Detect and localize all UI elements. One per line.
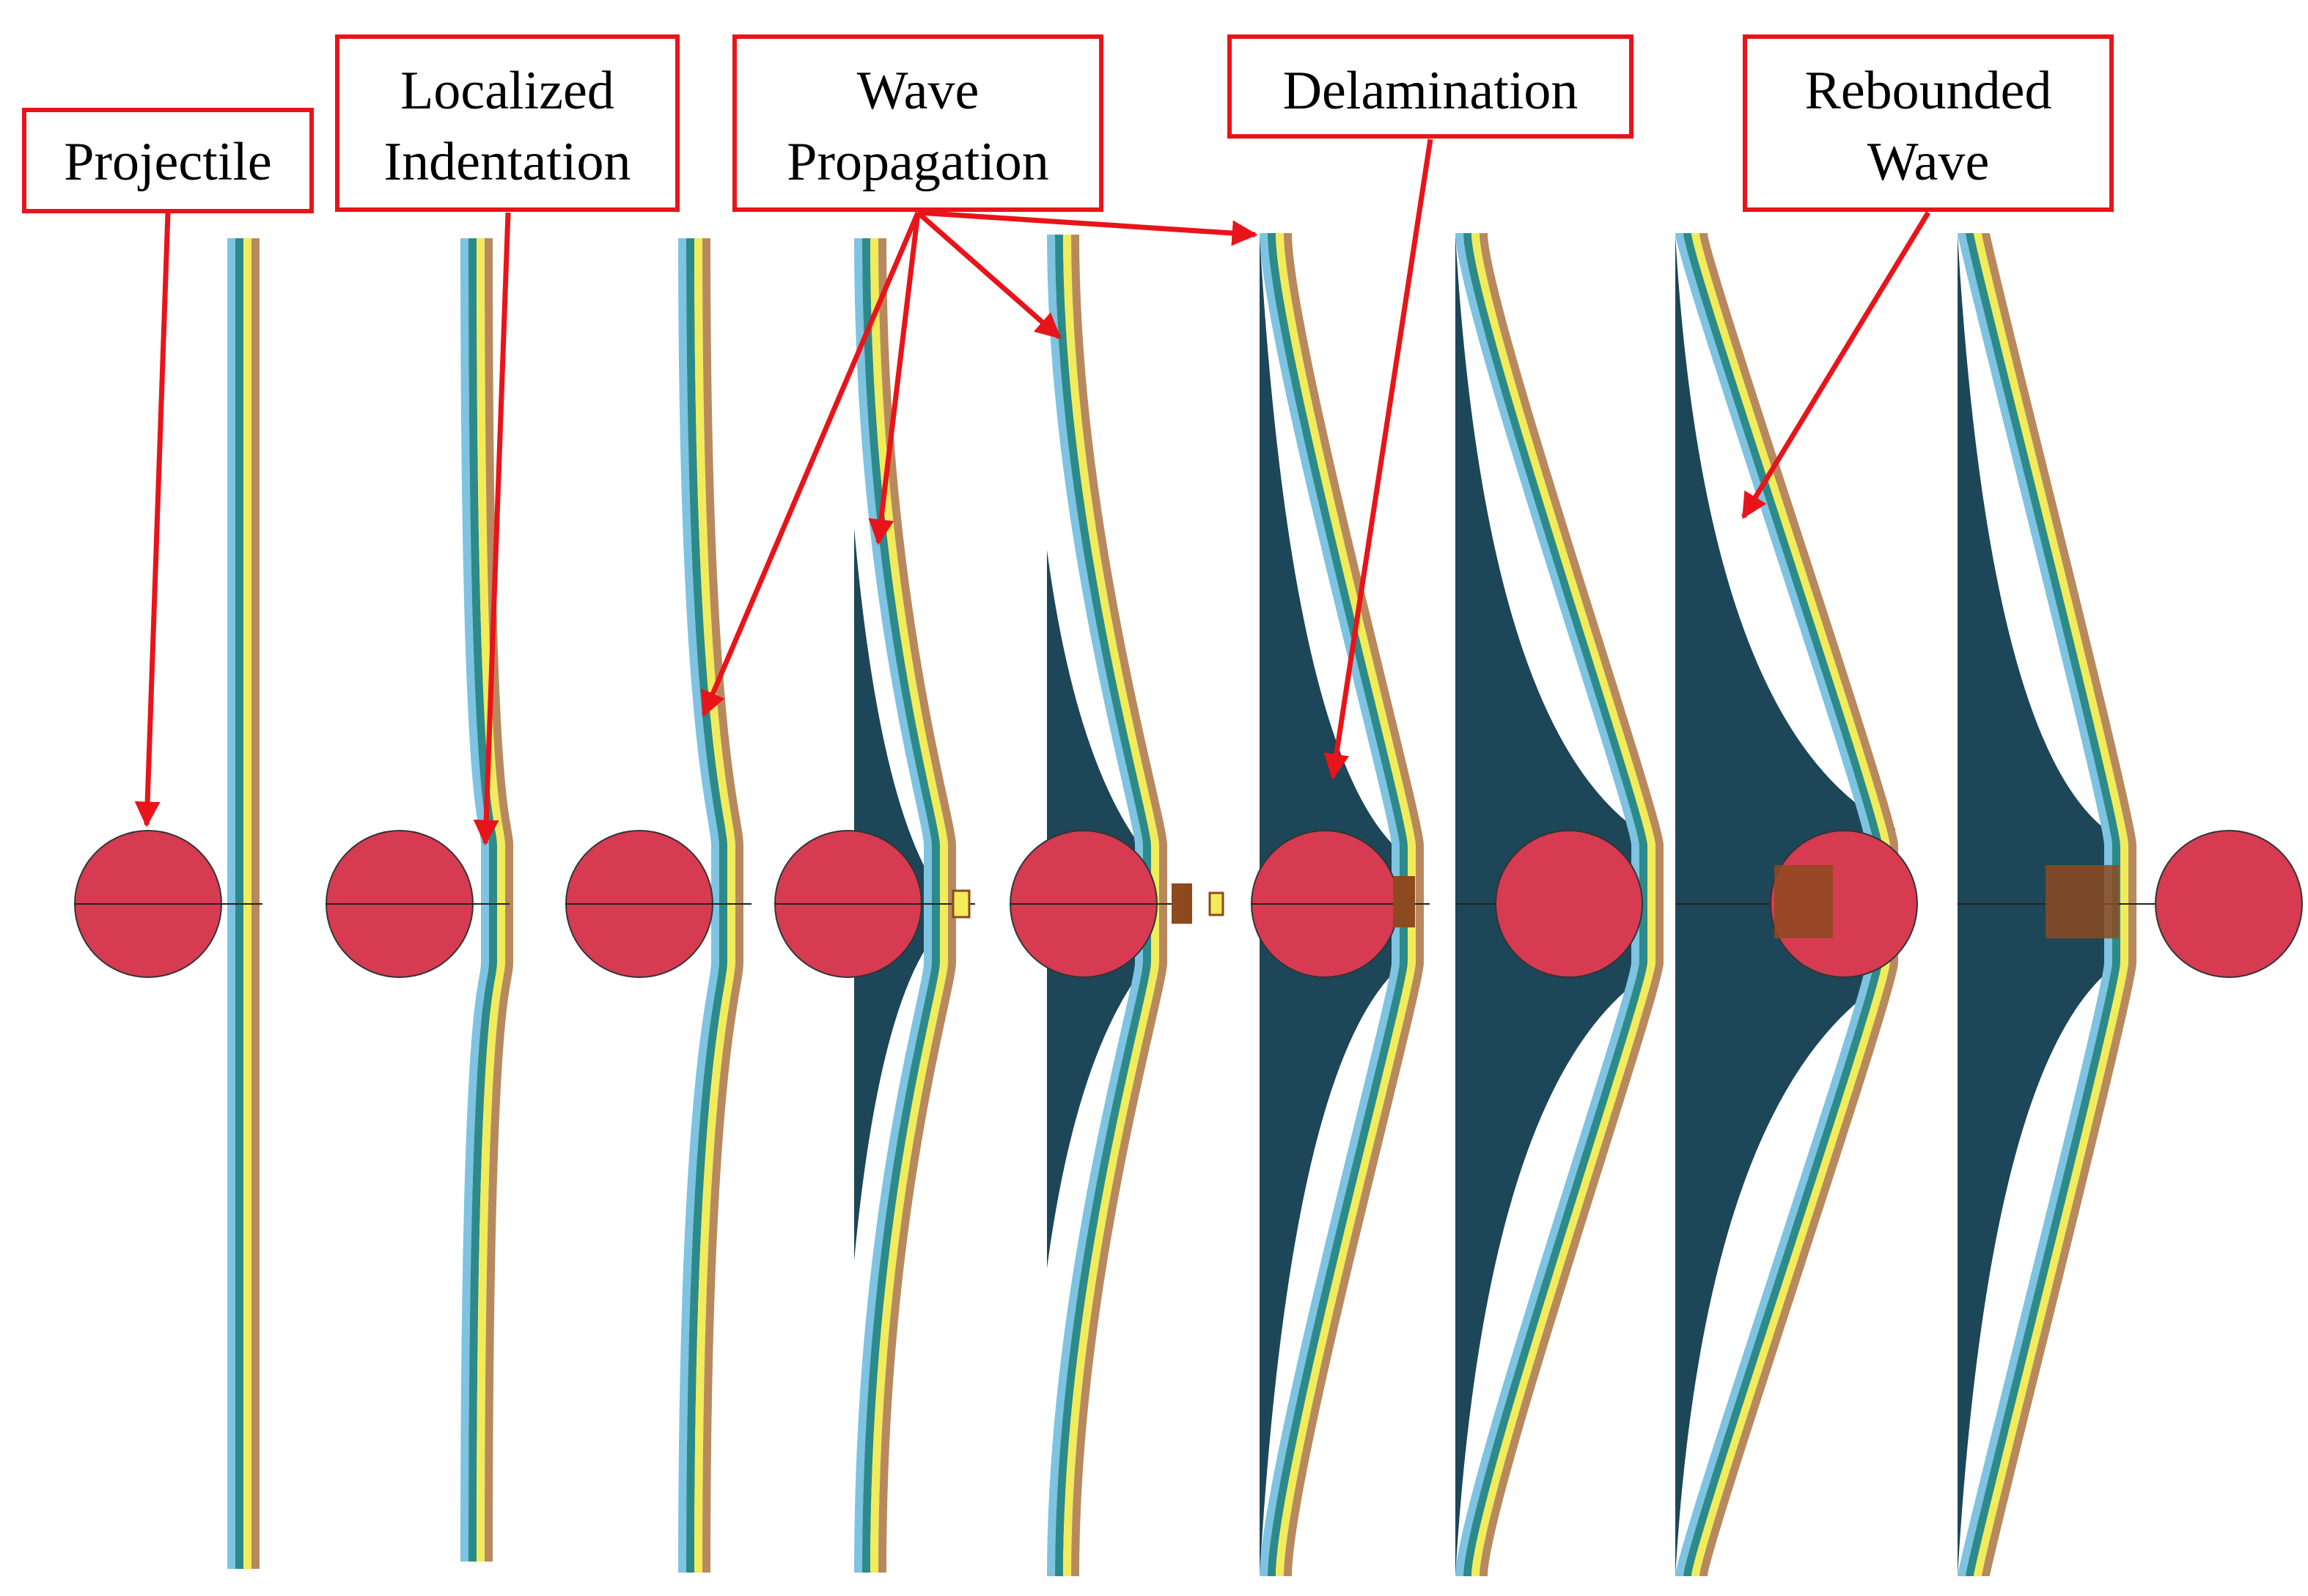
arrow-wave-2 — [868, 212, 921, 545]
arrow-wave-1 — [701, 211, 921, 718]
callout-localized-indentation-line-1: Localized — [400, 61, 614, 121]
arrow-rebounded-wave — [1741, 211, 1930, 519]
laminate-stages — [227, 232, 2136, 1577]
arrow-projectile — [134, 212, 171, 828]
stage-3-wave-start — [678, 238, 743, 1573]
projectile-1 — [74, 830, 262, 978]
projectile-5 — [1010, 830, 1188, 978]
ply-strip — [702, 238, 743, 1573]
callout-wave-propagation-line-2: Propagation — [787, 132, 1049, 192]
callout-delamination: Delamination — [1227, 34, 1633, 139]
callout-localized-indentation-line-2: Indentation — [383, 132, 631, 192]
callout-projectile-line-1: Projectile — [64, 132, 272, 192]
callout-wave-propagation-line-1: Wave — [857, 61, 980, 121]
laminate-plies — [1455, 232, 1664, 1577]
debris — [952, 865, 2119, 938]
laminate-plies — [678, 238, 743, 1573]
callout-rebounded-wave: Rebounded Wave — [1743, 34, 2114, 212]
damage-zone — [1958, 235, 2104, 1576]
ply-strip — [1471, 232, 1655, 1577]
projectile-2 — [326, 830, 510, 978]
projectile-7 — [1455, 830, 1643, 978]
arrow-wave-4 — [917, 210, 1258, 246]
ply-strip — [694, 238, 735, 1573]
ply-strip — [686, 238, 727, 1573]
projectile-4 — [774, 830, 975, 978]
arrow-indentation — [473, 212, 511, 846]
callout-wave-propagation: Wave Propagation — [732, 34, 1103, 212]
callout-rebounded-wave-line-2: Wave — [1867, 132, 1990, 192]
callout-projectile: Projectile — [22, 108, 314, 213]
annotation-arrows — [134, 139, 1930, 846]
arrow-wave-3 — [916, 210, 1062, 339]
callout-rebounded-wave-line-1: Rebounded — [1804, 61, 2051, 121]
ply-strip — [1463, 232, 1647, 1577]
ply-strip — [1480, 232, 1664, 1577]
callout-localized-indentation: Localized Indentation — [335, 34, 680, 212]
callout-delamination-line-1: Delamination — [1283, 61, 1579, 121]
arrow-delamination — [1323, 139, 1433, 780]
ply-strip — [678, 238, 719, 1573]
projectile-3 — [565, 830, 751, 978]
